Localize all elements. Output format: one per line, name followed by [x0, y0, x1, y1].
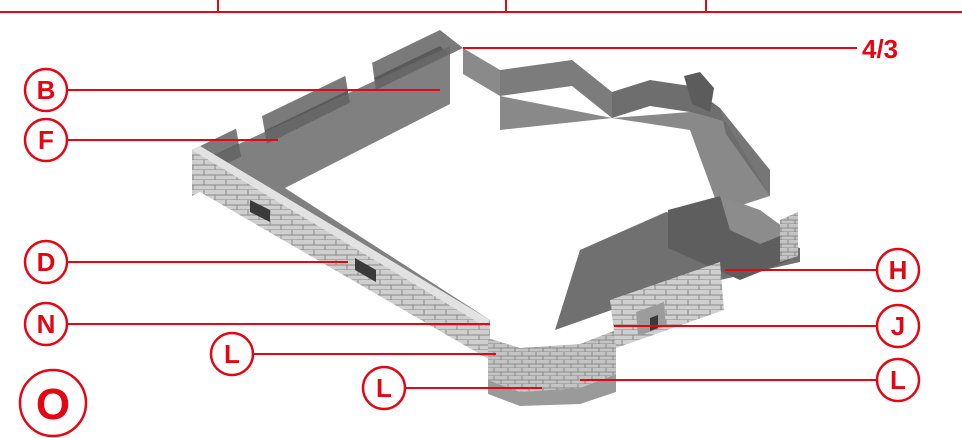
- callout-B: B: [23, 67, 69, 113]
- floor-left: [200, 46, 490, 335]
- floor-right: [500, 96, 770, 212]
- window-1: [250, 200, 270, 222]
- interior-void: [285, 104, 718, 330]
- stair-tower: [780, 212, 798, 262]
- callout-J: J: [875, 303, 921, 349]
- stair-steps: [720, 196, 790, 244]
- corner-tower: [488, 330, 616, 392]
- callout-L1: L: [209, 331, 255, 377]
- window-2: [355, 258, 376, 282]
- callout-label-B: B: [37, 75, 56, 105]
- front-left-wall: [192, 146, 490, 360]
- callout-label-F: F: [38, 125, 54, 155]
- callout-label-L1: L: [224, 339, 240, 369]
- castle-model: [192, 30, 800, 406]
- right-wall: [720, 108, 770, 196]
- callout-label-D: D: [37, 247, 56, 277]
- callout-label-H: H: [889, 255, 908, 285]
- callout-F: F: [23, 117, 69, 163]
- callout-lines: [68, 47, 876, 389]
- callout-label-J: J: [891, 311, 905, 341]
- big-marker-O: O: [18, 368, 88, 438]
- callout-N: N: [23, 301, 69, 347]
- back-wall-notch: [463, 48, 500, 96]
- callout-D: D: [23, 239, 69, 285]
- corner-base: [488, 374, 616, 406]
- callout-L3: L: [875, 357, 921, 403]
- callout-label-L3: L: [890, 365, 906, 395]
- front-left-wall-top: [192, 146, 490, 326]
- turret-top: [684, 72, 714, 112]
- callout-L2: L: [361, 365, 407, 411]
- callout-label-L2: L: [376, 373, 392, 403]
- callout-H: H: [875, 247, 921, 293]
- back-wall-right: [500, 60, 612, 118]
- back-wall-round: [612, 80, 726, 122]
- callout-label-N: N: [37, 309, 56, 339]
- header-bar: [0, 0, 962, 13]
- big-marker-label: O: [36, 380, 70, 429]
- step-number: 4/3: [862, 34, 898, 64]
